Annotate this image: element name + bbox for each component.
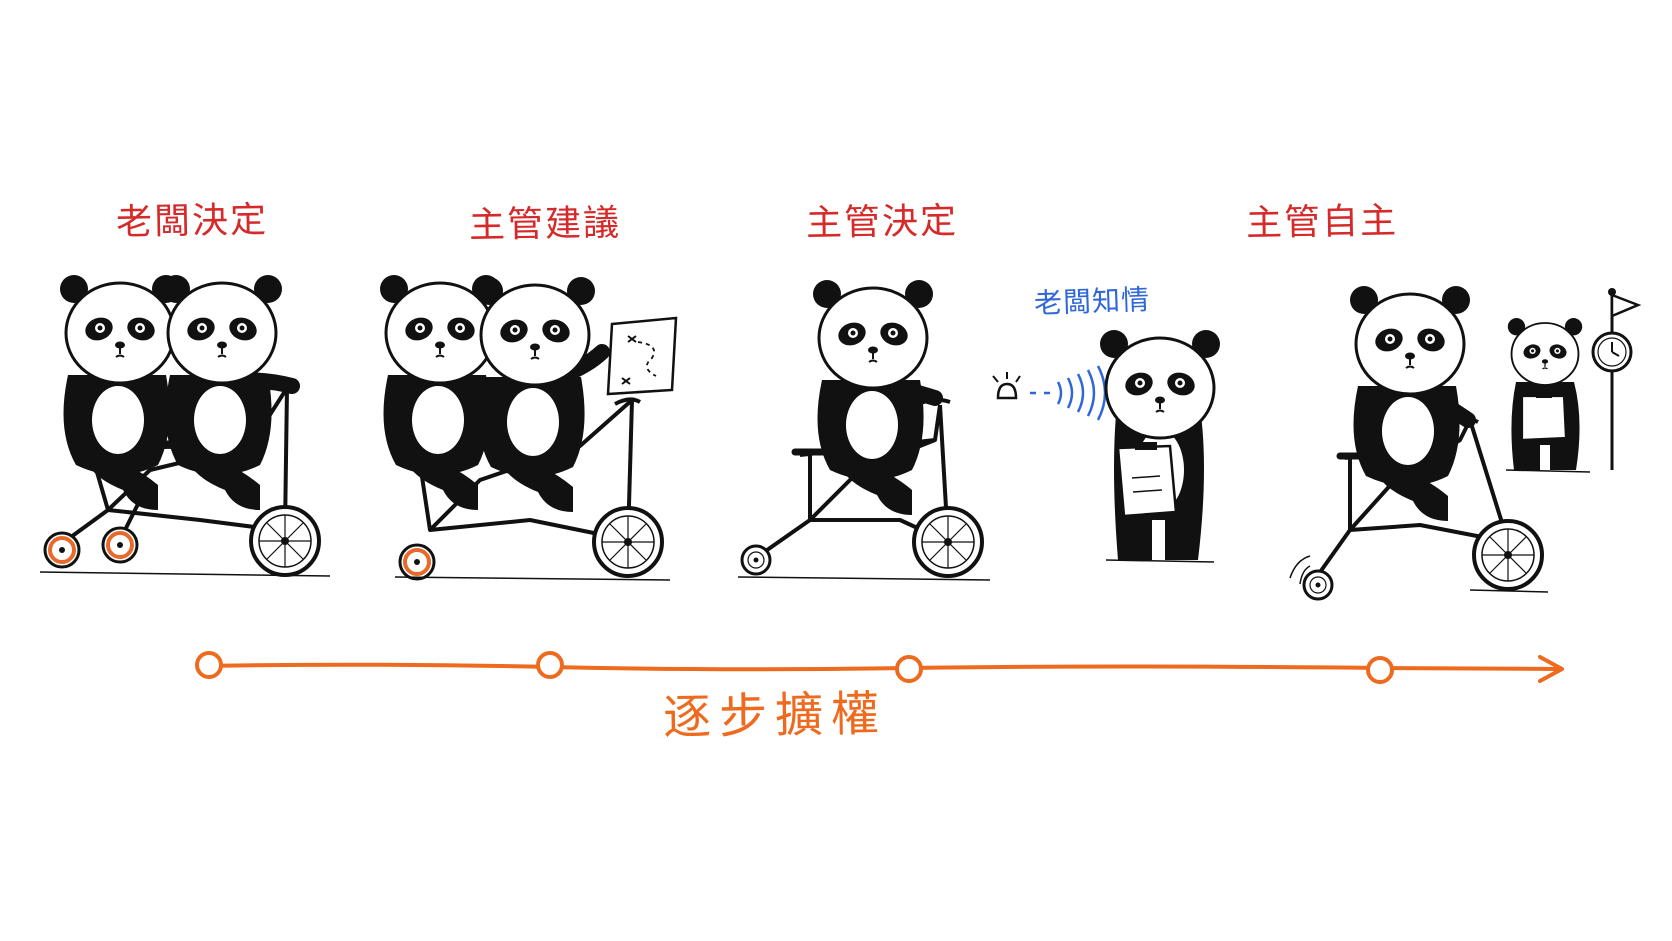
- panda-icon: [473, 275, 610, 512]
- training-wheel-icon: [398, 543, 436, 581]
- flag-icon: [1608, 288, 1642, 470]
- stage-2-illustration: [378, 273, 678, 581]
- clipboard-icon: [1520, 391, 1568, 442]
- training-wheel-icon: [740, 544, 772, 576]
- training-wheel-icon: [43, 526, 139, 569]
- map-icon: [606, 316, 678, 396]
- timeline-node: [895, 655, 923, 683]
- timeline-node: [1366, 656, 1394, 684]
- bicycle-wheel: [592, 506, 664, 578]
- timeline: [195, 651, 1564, 684]
- bicycle-wheel: [1472, 519, 1544, 591]
- panda-icon: [58, 273, 182, 510]
- panda-icon: [160, 273, 300, 510]
- panda-icon: [1348, 284, 1476, 521]
- panda-icon: [1098, 328, 1222, 560]
- bicycle-wheel: [912, 506, 984, 578]
- timeline-node: [195, 651, 223, 679]
- stage-3-illustration: [737, 278, 1222, 581]
- panda-icon: [811, 278, 943, 515]
- stage-1-illustration: [39, 273, 331, 577]
- bell-icon: [992, 372, 1021, 400]
- arrow-head-icon: [1538, 655, 1564, 683]
- timeline-node: [536, 651, 564, 679]
- signal-waves-icon: [1030, 365, 1107, 421]
- stage-4-illustration: [1289, 284, 1642, 601]
- bicycle-wheel: [249, 505, 321, 577]
- clipboard-icon: [1116, 442, 1178, 518]
- clock-icon: [1591, 331, 1633, 373]
- training-wheel-icon: [1302, 569, 1334, 601]
